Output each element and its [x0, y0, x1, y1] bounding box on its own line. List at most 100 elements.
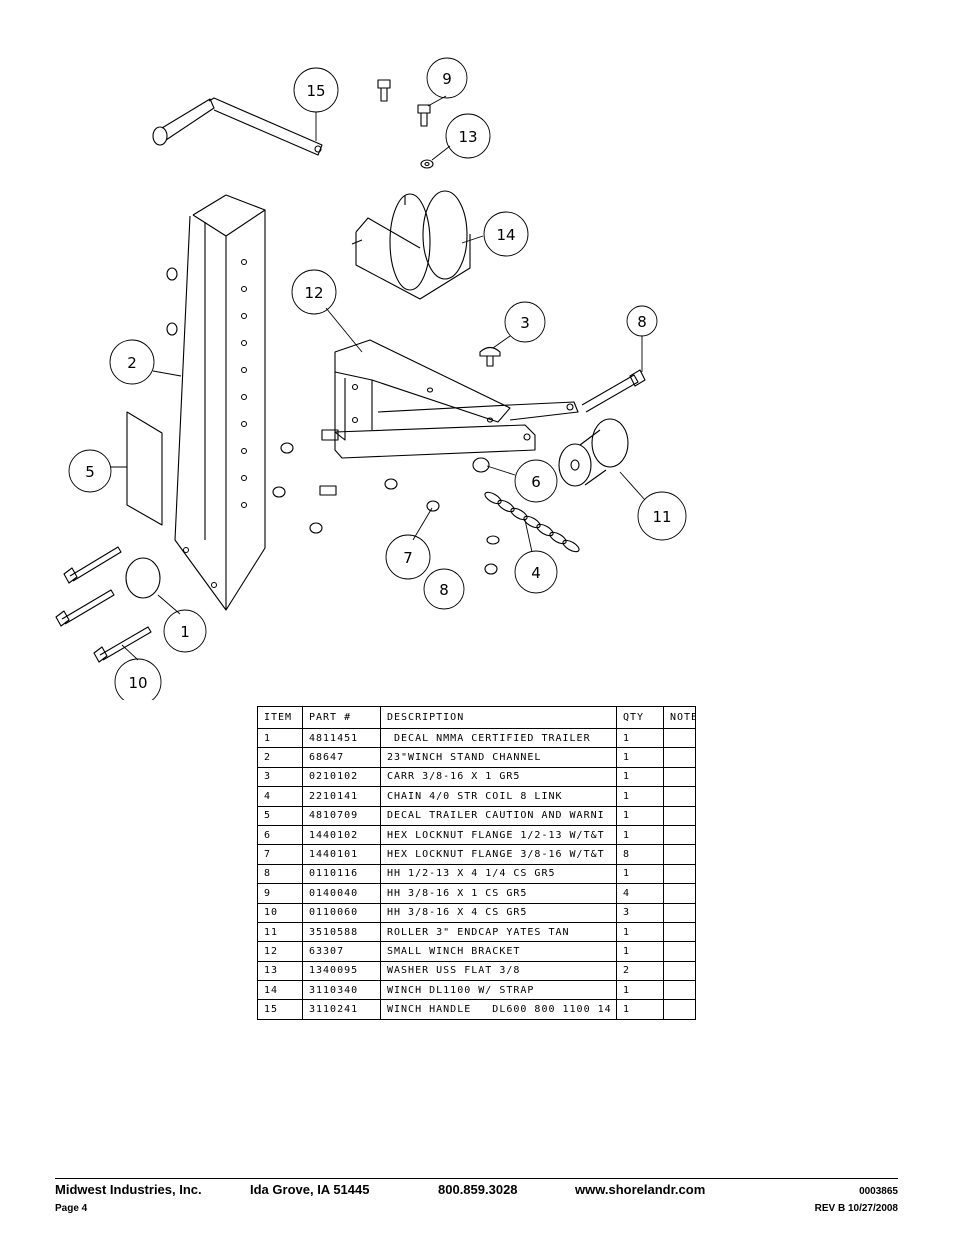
cell-note: [663, 747, 696, 768]
cell-qty: 4: [616, 883, 664, 904]
page-number: Page 4: [55, 1203, 88, 1214]
cell-part-number: 68647: [302, 747, 381, 768]
cell-item: 12: [257, 941, 303, 962]
cell-note: [663, 883, 696, 904]
cell-description: WASHER USS FLAT 3/8: [380, 960, 617, 982]
callout-number: 8: [637, 313, 647, 331]
winch-drawing: [351, 190, 471, 300]
column-header-part-number: PART #: [302, 706, 381, 729]
cell-note: [663, 805, 696, 826]
callout-number: 3: [520, 314, 530, 332]
cell-part-number: 0210102: [302, 766, 381, 788]
callout-balloon: [109, 339, 155, 385]
cell-description: HH 1/2-13 X 4 1/4 CS GR5: [380, 863, 617, 885]
cell-item: 11: [257, 921, 303, 943]
cell-item: 14: [257, 980, 303, 1001]
callout-balloon: [385, 534, 431, 580]
carriage-bolt-drawing: [479, 346, 501, 367]
cell-note: [663, 941, 696, 962]
callout-balloon: [504, 301, 546, 343]
callout-number: 5: [85, 463, 95, 481]
callout-balloon: [68, 449, 112, 493]
cell-item: 13: [257, 960, 303, 982]
cell-note: [663, 727, 696, 749]
cell-item: 8: [257, 863, 303, 885]
cell-note: [663, 902, 696, 923]
cell-description: ROLLER 3" ENDCAP YATES TAN: [380, 921, 617, 943]
cell-qty: 1: [616, 766, 664, 788]
callout-balloon: [483, 211, 529, 257]
cell-description: CARR 3/8-16 X 1 GR5: [380, 766, 617, 788]
callout-number: 9: [442, 70, 452, 88]
callout-balloon: [114, 658, 162, 700]
cell-part-number: 4811451: [302, 727, 381, 749]
cell-description: WINCH DL1100 W/ STRAP: [380, 980, 617, 1001]
cell-description: 23"WINCH STAND CHANNEL: [380, 747, 617, 768]
cell-note: [663, 960, 696, 982]
column-header-description: DESCRIPTION: [380, 706, 617, 729]
endcap-roller-drawing: [558, 418, 629, 487]
cell-qty: 1: [616, 980, 664, 1001]
callout-number: 6: [531, 473, 541, 491]
cell-note: [663, 844, 696, 865]
caution-decal-drawing: [126, 411, 163, 526]
small-winch-bracket-drawing: [319, 339, 579, 496]
cell-qty: 1: [616, 727, 664, 749]
channel-holes: [183, 259, 247, 588]
callout-balloon: [626, 305, 658, 337]
cell-description: WINCH HANDLE DL600 800 1100 14: [380, 999, 617, 1020]
long-bolts-drawing: [55, 546, 152, 663]
cell-qty: 1: [616, 805, 664, 826]
cell-qty: 1: [616, 863, 664, 885]
document-number: 0003865: [859, 1186, 898, 1197]
cell-item: 3: [257, 766, 303, 788]
cell-part-number: 2210141: [302, 786, 381, 807]
cell-part-number: 3110241: [302, 999, 381, 1020]
footer-divider: [55, 1178, 898, 1179]
revision-date: REV B 10/27/2008: [814, 1203, 898, 1214]
callout-balloon: [291, 269, 337, 315]
cell-item: 4: [257, 786, 303, 807]
leader-lines: [110, 95, 646, 661]
cell-qty: 1: [616, 941, 664, 962]
cell-part-number: 0110060: [302, 902, 381, 923]
callout-number: 14: [496, 226, 515, 244]
callout-balloon: [445, 113, 491, 159]
cell-item: 5: [257, 805, 303, 826]
cell-description: HEX LOCKNUT FLANGE 3/8-16 W/T&T: [380, 844, 617, 865]
callout-balloon: [514, 459, 558, 503]
cell-qty: 1: [616, 999, 664, 1020]
cell-item: 15: [257, 999, 303, 1020]
cell-note: [663, 980, 696, 1001]
cell-note: [663, 921, 696, 943]
small-bolts-drawing: [377, 79, 434, 169]
cell-note: [663, 863, 696, 885]
cell-item: 7: [257, 844, 303, 865]
column-header-qty: QTY: [616, 706, 664, 729]
cell-description: DECAL TRAILER CAUTION AND WARNI: [380, 805, 617, 826]
column-header-note: NOTE: [663, 706, 696, 729]
cell-part-number: 4810709: [302, 805, 381, 826]
callout-balloons: [68, 57, 687, 700]
winch-stand-channel-drawing: [174, 194, 266, 611]
callout-number: 8: [439, 581, 449, 599]
cell-part-number: 3510588: [302, 921, 381, 943]
callout-number: 15: [306, 82, 325, 100]
cell-description: HH 3/8-16 X 4 CS GR5: [380, 902, 617, 923]
callout-balloon: [293, 67, 339, 113]
callout-number: 1: [180, 623, 190, 641]
cell-qty: 1: [616, 921, 664, 943]
cell-description: HH 3/8-16 X 1 CS GR5: [380, 883, 617, 904]
cell-item: 10: [257, 902, 303, 923]
cell-description: HEX LOCKNUT FLANGE 1/2-13 W/T&T: [380, 824, 617, 846]
cell-item: 2: [257, 747, 303, 768]
